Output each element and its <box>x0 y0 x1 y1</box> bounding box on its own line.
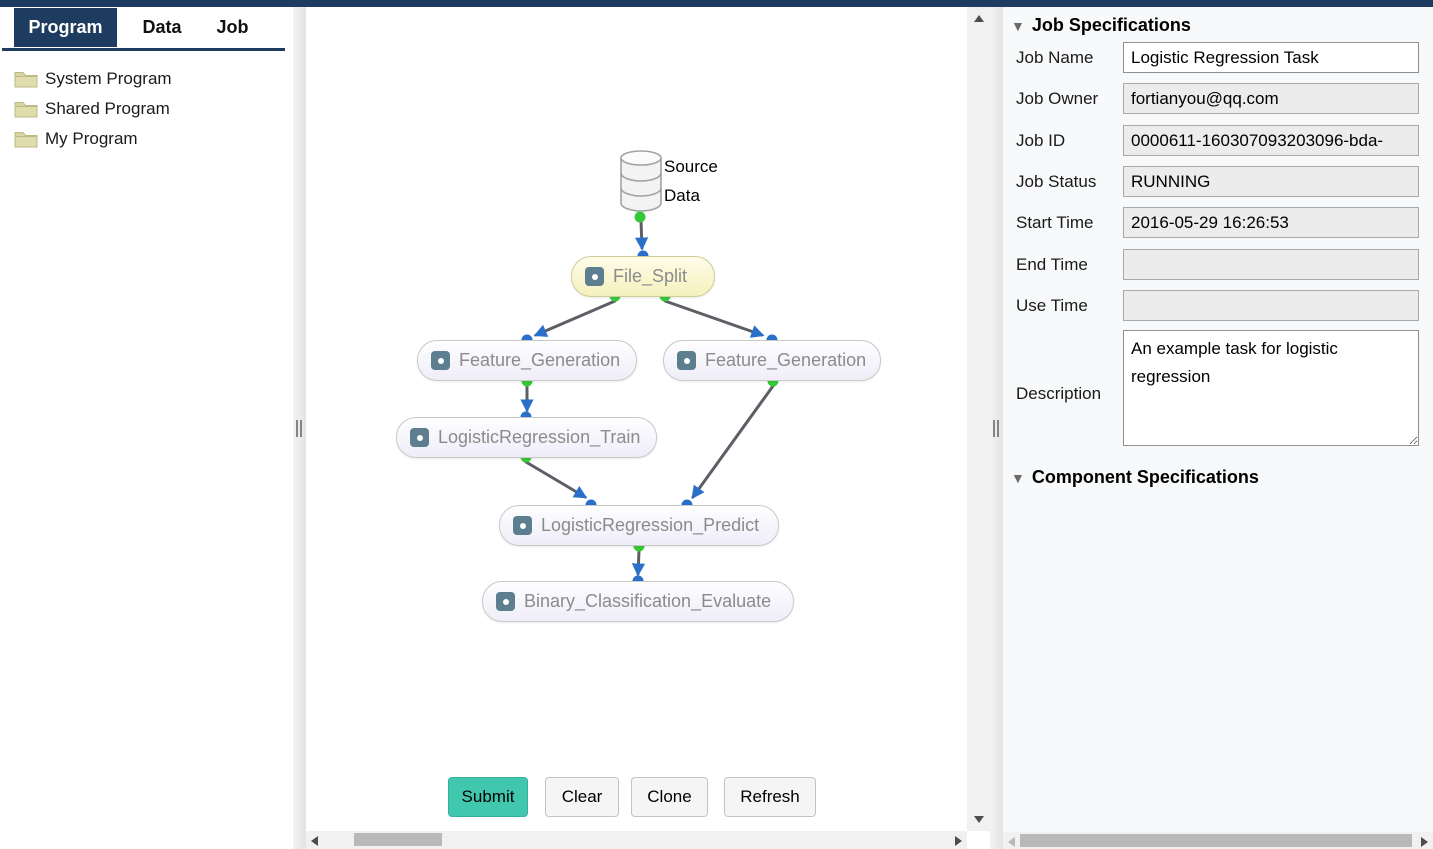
left-splitter[interactable] <box>293 7 306 849</box>
tab-job[interactable]: Job <box>216 17 249 37</box>
component-icon <box>496 592 515 611</box>
edge-filesplit-to-fg-left <box>533 299 617 337</box>
right-splitter[interactable] <box>990 7 1003 849</box>
field-label: Start Time <box>1016 213 1094 232</box>
description-label: Description <box>1016 384 1102 403</box>
submit-button[interactable]: Submit <box>448 777 528 817</box>
scroll-right-arrow-icon[interactable] <box>955 836 962 846</box>
node-file-split[interactable]: File_Split <box>571 256 715 297</box>
end-time-input <box>1123 249 1419 280</box>
output-port[interactable] <box>634 211 646 223</box>
panel-horizontal-scrollbar[interactable] <box>1003 832 1433 849</box>
node-label: LogisticRegression_Train <box>438 427 641 447</box>
component-icon <box>431 351 450 370</box>
splitter-grip-icon <box>993 420 999 437</box>
field-row-use-time: Use Time <box>1003 290 1433 321</box>
sidebar-item-my-program[interactable]: My Program <box>0 124 293 154</box>
field-label: End Time <box>1016 255 1088 274</box>
component-icon <box>410 428 429 447</box>
job-specifications-header[interactable]: ▼ Job Specifications <box>1011 15 1191 36</box>
field-label: Use Time <box>1016 296 1088 315</box>
folder-icon <box>14 102 38 118</box>
job-id-input <box>1123 125 1419 156</box>
clone-button[interactable]: Clone <box>631 777 708 817</box>
node-feature-generation-right[interactable]: Feature_Generation <box>663 340 881 381</box>
job-owner-input <box>1123 83 1419 114</box>
edge-predict-to-evaluate <box>631 549 646 577</box>
component-icon <box>513 516 532 535</box>
component-icon <box>677 351 696 370</box>
node-feature-generation-left[interactable]: Feature_Generation <box>417 340 637 381</box>
node-logisticregression-predict[interactable]: LogisticRegression_Predict <box>499 505 779 546</box>
node-label: Feature_Generation <box>705 350 867 370</box>
node-label: Feature_Generation <box>459 350 621 370</box>
use-time-input <box>1123 290 1419 321</box>
node-logisticregression-train[interactable]: LogisticRegression_Train <box>396 417 657 458</box>
edge-fg-right-to-predict <box>691 384 775 500</box>
component-icon <box>585 267 604 286</box>
scroll-down-arrow-icon[interactable] <box>974 816 984 823</box>
scroll-left-arrow-icon[interactable] <box>1008 837 1015 847</box>
collapse-triangle-icon[interactable]: ▼ <box>1011 469 1025 486</box>
sidebar-item-system-program[interactable]: System Program <box>0 64 293 94</box>
field-row-start-time: Start Time <box>1003 207 1433 238</box>
job-specifications-panel: ▼ Job Specifications Job Name Job Owner … <box>1003 7 1433 832</box>
splitter-grip-icon <box>296 420 302 437</box>
field-label: Job Owner <box>1016 89 1099 108</box>
field-row-job-status: Job Status <box>1003 166 1433 197</box>
sidebar-item-label: Shared Program <box>45 99 170 118</box>
job-name-input[interactable] <box>1123 42 1419 73</box>
scrollbar-thumb[interactable] <box>354 833 442 846</box>
field-label: Job ID <box>1016 131 1066 150</box>
source-data-label: Source Data <box>664 157 718 205</box>
folder-icon <box>14 132 38 148</box>
refresh-button[interactable]: Refresh <box>724 777 816 817</box>
edge-train-to-predict <box>524 460 588 499</box>
collapse-triangle-icon[interactable]: ▼ <box>1011 17 1025 34</box>
clear-button[interactable]: Clear <box>545 777 619 817</box>
edge-filesplit-to-fg-right <box>663 299 765 338</box>
field-row-job-name: Job Name <box>1003 42 1433 73</box>
component-specifications-header[interactable]: ▼ Component Specifications <box>1011 467 1259 488</box>
top-bar <box>0 0 1433 7</box>
sidebar-item-label: System Program <box>45 69 172 88</box>
scroll-right-arrow-icon[interactable] <box>1421 837 1428 847</box>
node-label: File_Split <box>613 266 688 286</box>
tab-data[interactable]: Data <box>142 17 182 37</box>
field-row-job-id: Job ID <box>1003 125 1433 156</box>
sidebar-item-label: My Program <box>45 129 138 148</box>
scroll-left-arrow-icon[interactable] <box>311 836 318 846</box>
scroll-up-arrow-icon[interactable] <box>974 15 984 22</box>
section-title: Component Specifications <box>1031 467 1259 487</box>
section-title: Job Specifications <box>1031 15 1191 35</box>
scrollbar-thumb[interactable] <box>1020 834 1412 847</box>
description-textarea[interactable]: An example task for logistic regression <box>1123 330 1419 446</box>
tab-underline <box>2 48 285 51</box>
sidebar: Program Data Job System Program Shared P… <box>0 7 293 849</box>
edge-source-to-filesplit <box>635 219 649 251</box>
field-row-job-owner: Job Owner <box>1003 83 1433 114</box>
field-label: Job Status <box>1016 172 1097 191</box>
canvas-vertical-scrollbar[interactable] <box>967 7 990 831</box>
field-row-end-time: End Time <box>1003 249 1433 280</box>
node-label: Binary_Classification_Evaluate <box>524 591 772 611</box>
field-label: Job Name <box>1016 48 1094 67</box>
workflow-canvas[interactable]: Source Data File_Split Feature_Generatio… <box>306 7 967 831</box>
canvas-horizontal-scrollbar[interactable] <box>306 831 967 849</box>
folder-icon <box>14 72 38 88</box>
sidebar-item-shared-program[interactable]: Shared Program <box>0 94 293 124</box>
database-icon[interactable] <box>619 150 663 214</box>
node-binary-classification-evaluate[interactable]: Binary_Classification_Evaluate <box>482 581 794 622</box>
tab-program[interactable]: Program <box>14 8 117 47</box>
start-time-input <box>1123 207 1419 238</box>
node-label: LogisticRegression_Predict <box>541 515 760 535</box>
job-status-input <box>1123 166 1419 197</box>
